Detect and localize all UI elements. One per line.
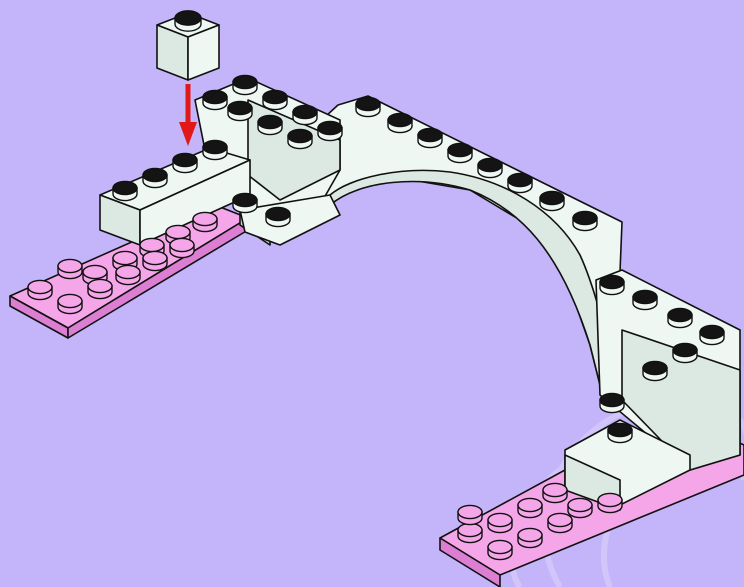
stud xyxy=(356,97,380,116)
stud xyxy=(458,523,482,542)
stud xyxy=(173,153,197,172)
stud xyxy=(518,528,542,547)
stud xyxy=(608,423,632,442)
stud xyxy=(568,498,592,517)
stud xyxy=(600,393,624,412)
stud xyxy=(488,540,512,559)
stud xyxy=(418,128,442,147)
stud xyxy=(88,279,112,298)
stud xyxy=(633,290,657,309)
stud xyxy=(293,105,317,124)
stud xyxy=(116,265,140,284)
stud xyxy=(478,158,502,177)
stud xyxy=(548,513,572,532)
stud xyxy=(58,259,82,278)
stud xyxy=(143,168,167,187)
stud xyxy=(600,275,624,294)
stud xyxy=(488,513,512,532)
stud xyxy=(508,173,532,192)
stud xyxy=(518,498,542,517)
stud xyxy=(598,493,622,512)
stud xyxy=(458,505,482,524)
stud xyxy=(643,361,667,380)
stud xyxy=(58,294,82,313)
stud xyxy=(263,90,287,109)
stud xyxy=(233,75,257,94)
stud xyxy=(673,343,697,362)
stud xyxy=(143,251,167,270)
stud xyxy=(258,115,282,134)
stud xyxy=(318,121,342,140)
stud xyxy=(233,193,257,212)
stud xyxy=(170,238,194,257)
stud xyxy=(113,181,137,200)
stud xyxy=(203,140,227,159)
stud xyxy=(448,143,472,162)
stud xyxy=(175,11,201,31)
stud xyxy=(543,483,567,502)
stud xyxy=(668,308,692,327)
stud xyxy=(228,101,252,120)
stud xyxy=(388,113,412,132)
stud xyxy=(28,280,52,299)
stud xyxy=(573,211,597,230)
stud xyxy=(203,90,227,109)
stud xyxy=(700,325,724,344)
stud xyxy=(193,212,217,231)
stud xyxy=(288,129,312,148)
stud xyxy=(266,207,290,226)
stud xyxy=(540,191,564,210)
